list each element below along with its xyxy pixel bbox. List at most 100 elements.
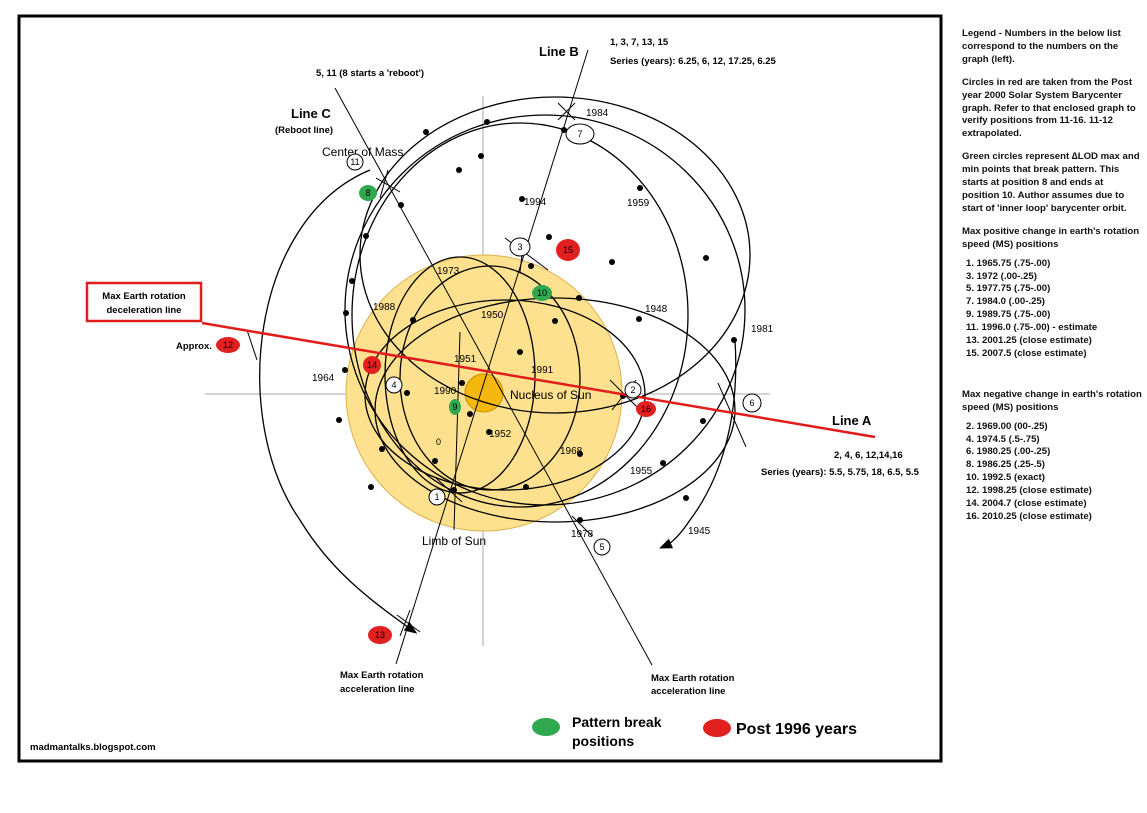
orbit-dots: [336, 119, 737, 523]
legend-positive-item: 7. 1984.0 (.00-.25): [966, 296, 1045, 308]
outer-arc-path-right: [659, 339, 737, 549]
legend-negative-item: 2. 1969.00 (00-.25): [966, 420, 1048, 432]
accel-left-line2: acceleration line: [340, 684, 414, 695]
line-b-years: Series (years): 6.25, 6, 12, 17.25, 6.25: [610, 56, 777, 67]
year-label: 1955: [630, 466, 653, 477]
position-marker-8: 8: [359, 185, 377, 201]
svg-text:1: 1: [434, 492, 439, 502]
year-label: 1973: [437, 266, 460, 277]
year-label: 1968: [560, 446, 583, 457]
year-labels: 1984 1994 1959 1973 1988 1950 1948 1981 …: [312, 108, 774, 540]
accel-left-line1: Max Earth rotation: [340, 670, 424, 681]
svg-text:15: 15: [563, 245, 573, 255]
position-marker-14: 14: [363, 356, 381, 374]
line-b: [395, 49, 589, 665]
position-marker-5: 5: [593, 538, 611, 556]
position-marker-13: 13: [368, 626, 392, 644]
position-marker-7: 7: [565, 123, 595, 145]
year-label: 1948: [645, 304, 668, 315]
accel-right-line2: acceleration line: [651, 686, 725, 697]
accel-right-line1: Max Earth rotation: [651, 673, 735, 684]
deceleration-label-line1: Max Earth rotation: [102, 291, 186, 302]
year-label: 1984: [586, 108, 609, 119]
legend-positive-list: 1. 1965.75 (.75-.00) 3. 1972 (.00-.25) 5…: [966, 258, 1142, 361]
position-marker-15: 15: [556, 239, 580, 261]
legend-positive-item: 5. 1977.75 (.75-.00): [966, 283, 1051, 295]
legend-green-note: Green circles represent ∆LOD max and min…: [962, 151, 1140, 214]
line-c-title: Line C: [291, 106, 331, 121]
legend-positive-item: 3. 1972 (.00-.25): [966, 270, 1037, 282]
line-b-numbers: 1, 3, 7, 13, 15: [610, 37, 669, 48]
year-label: 1951: [454, 354, 477, 365]
green-key-label-line2: positions: [572, 733, 634, 749]
legend-negative-list: 2. 1969.00 (00-.25) 4. 1974.5 (.5-.75) 6…: [966, 421, 1142, 524]
line-a-years: Series (years): 5.5, 5.75, 18, 6.5, 5.5: [761, 467, 920, 478]
legend-red-note: Circles in red are taken from the Post y…: [962, 76, 1136, 140]
barycenter-orbit: [259, 96, 751, 634]
legend-negative-item: 16. 2010.25 (close estimate): [966, 511, 1092, 522]
deceleration-label-line2: deceleration line: [107, 305, 182, 316]
orbit-loop-5: [384, 256, 536, 494]
website-credit: madmantalks.blogspot.com: [30, 742, 156, 753]
year-label: 1945: [688, 526, 711, 537]
center-of-mass-label: Center of Mass: [322, 145, 403, 159]
svg-text:6: 6: [749, 398, 754, 408]
nucleus-label: Nucleus of Sun: [510, 388, 591, 402]
svg-text:12: 12: [223, 340, 233, 350]
orbit-loop-7: [364, 299, 646, 491]
orbit-loop-3: [351, 122, 689, 508]
svg-text:5: 5: [599, 542, 604, 552]
legend-negative-title: Max negative change in earth's rotation …: [962, 388, 1142, 413]
legend-negative-item: 10. 1992.5 (exact): [966, 472, 1045, 484]
position-marker-6: 6: [742, 393, 762, 413]
legend-negative-item: 14. 2004.7 (close estimate): [966, 498, 1087, 510]
svg-text:4: 4: [391, 380, 396, 390]
position-marker-9: 9: [449, 399, 461, 415]
year-label: 1990: [434, 386, 457, 397]
position-marker-4: 4: [385, 376, 403, 394]
orbit-loop-6: [374, 297, 736, 523]
svg-text:3: 3: [517, 242, 522, 252]
line-c-subtitle: (Reboot line): [275, 125, 333, 136]
red-key-label: Post 1996 years: [736, 721, 857, 738]
line-a-numbers: 2, 4, 6, 12,14,16: [834, 450, 903, 461]
year-label: 1988: [373, 302, 396, 313]
line-b-lower: [453, 331, 461, 531]
red-key-swatch: [703, 719, 731, 737]
year-label: 1994: [524, 197, 547, 208]
position-marker-3: 3: [509, 237, 531, 257]
svg-text:16: 16: [641, 404, 651, 414]
legend-intro: Legend - Numbers in the below list corre…: [962, 28, 1121, 65]
line-c: [334, 87, 653, 666]
legend-positive-item: 11. 1996.0 (.75-.00) - estimate: [966, 322, 1098, 334]
legend-positive-title: Max positive change in earth's rotation …: [962, 225, 1140, 250]
green-key-swatch: [532, 718, 560, 736]
approx-label: Approx.: [176, 341, 212, 352]
green-key-label-line1: Pattern break: [572, 714, 662, 730]
legend-positive-item: 9. 1989.75 (.75-.00): [966, 309, 1051, 321]
line-b-title: Line B: [539, 44, 579, 59]
line-c-reboot-note: 5, 11 (8 starts a 'reboot'): [316, 68, 424, 79]
svg-text:11: 11: [350, 157, 359, 167]
position-marker-12: 12: [216, 337, 240, 353]
year-label: 1981: [751, 324, 774, 335]
year-label: 1978: [571, 529, 594, 540]
zero-mark: 0: [436, 437, 441, 447]
legend-negative-item: 12. 1998.25 (close estimate): [966, 485, 1092, 497]
year-label: 1959: [627, 198, 650, 209]
line-a-red: [201, 321, 876, 439]
legend-negative-item: 8. 1986.25 (.25-.5): [966, 459, 1045, 471]
svg-text:2: 2: [630, 385, 635, 395]
position-marker-2: 2: [624, 381, 642, 399]
legend-negative-item: 4. 1974.5 (.5-.75): [966, 433, 1040, 445]
legend-positive-item: 13. 2001.25 (close estimate): [966, 335, 1092, 347]
svg-text:9: 9: [452, 402, 457, 412]
svg-text:7: 7: [577, 129, 582, 139]
limb-label: Limb of Sun: [422, 534, 486, 548]
year-label: 1950: [481, 310, 504, 321]
position-marker-11: 11: [346, 153, 364, 171]
position-marker-16: 16: [636, 401, 656, 417]
year-label: 1991: [531, 365, 554, 376]
position-marker-1: 1: [428, 488, 446, 506]
